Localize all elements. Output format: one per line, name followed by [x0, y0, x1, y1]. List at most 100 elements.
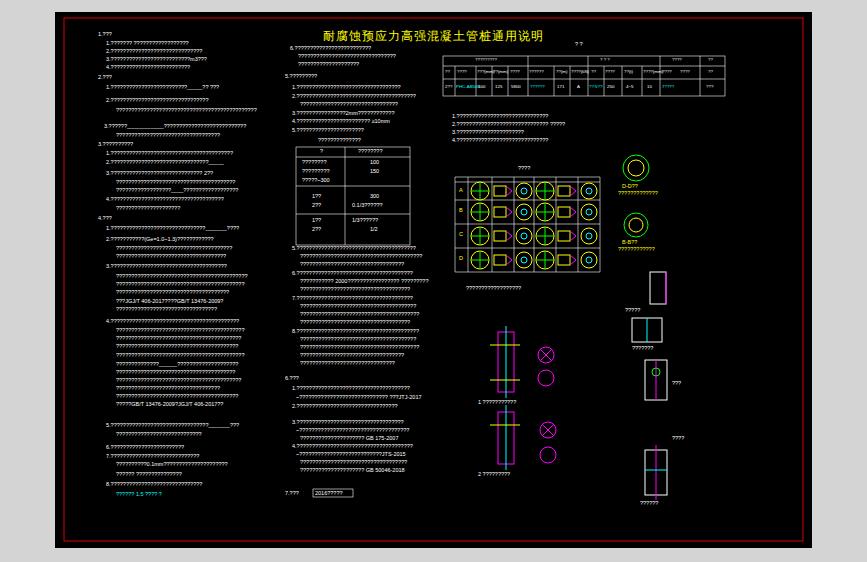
grid-part	[536, 227, 554, 245]
note-text: A	[577, 84, 580, 89]
note-text: 3.??????????	[98, 141, 133, 147]
note-text: ????(mm)	[643, 69, 663, 74]
note-text: ???	[672, 380, 681, 386]
note-text: ??(t)	[624, 69, 633, 74]
grid-part	[586, 233, 592, 239]
grid-part	[558, 231, 570, 241]
note-text: A	[459, 187, 463, 193]
note-text: ???????	[632, 345, 653, 351]
note-text: ?????~300	[302, 177, 330, 183]
grid-part	[516, 183, 532, 199]
note-text: 2??	[312, 202, 321, 208]
note-text: ??????	[530, 84, 545, 89]
joint-details	[490, 272, 667, 500]
note-text: ?	[320, 148, 323, 154]
grid-part	[506, 255, 512, 265]
grid-part	[534, 177, 535, 272]
note-text: ~????????????????????????????? ???JTJ-20…	[296, 394, 422, 400]
note-text: ??????????? 2000????????????????? ??????…	[300, 278, 428, 284]
grid-part	[471, 251, 489, 269]
grid-part	[570, 186, 576, 196]
note-text: 7????	[662, 84, 674, 89]
note-text: ???????????????????????????????	[300, 360, 395, 366]
note-text: 10	[647, 84, 652, 89]
note-text: D-D??	[622, 183, 638, 189]
grid-part	[581, 252, 597, 268]
grid-part	[536, 251, 554, 269]
note-text: ???????????????????????????????????????	[300, 311, 419, 317]
note-text: ????????????????????????????	[116, 431, 202, 437]
grid-part	[586, 209, 592, 215]
note-text: ?????? 1.5 ???? ?	[116, 491, 162, 497]
note-text: ??????????????????????????????????	[300, 261, 404, 267]
note-text: 8.??????????????????????????????????????…	[292, 328, 419, 334]
note-text: 3.??????????????????????	[452, 129, 524, 135]
note-text: ????????	[302, 159, 326, 165]
grid-part	[514, 177, 515, 272]
grid-part	[581, 183, 597, 199]
note-text: D	[459, 255, 463, 261]
note-text: ?????????????????????	[116, 205, 180, 211]
note-text: ?????????????	[618, 190, 658, 196]
note-text: ????????????????????? GB 50046-2018	[300, 467, 405, 473]
grid-part	[558, 207, 570, 217]
grid-part	[468, 177, 469, 272]
note-text: 171	[557, 84, 564, 89]
note-text: ????????????????????????????????????	[116, 253, 226, 259]
grid-part	[581, 228, 597, 244]
note-text: ?????? ???????????????	[116, 471, 182, 477]
note-text: 4.???	[98, 215, 112, 221]
note-text: ????	[680, 69, 690, 74]
grid-part	[455, 224, 600, 225]
note-text: 2.???	[98, 74, 112, 80]
note-text: ? ?	[575, 41, 583, 47]
note-text: 4.??????????????????????????	[106, 64, 190, 70]
note-text: ????	[605, 69, 615, 74]
note-text: 6.??????????????????????????????????????	[292, 270, 413, 276]
note-text: ??????????????????????????????????	[116, 385, 220, 391]
note-text: ????????????????????????????????????????…	[116, 273, 248, 279]
note-text: ???????????????????????????????????????	[116, 369, 235, 375]
note-text: ????????????????????????????????????????…	[116, 377, 241, 383]
note-text: ??????????????????____??????????????????	[116, 187, 238, 193]
sheet-ground	[55, 12, 812, 548]
grid-part	[536, 203, 554, 221]
note-text: 250	[607, 84, 614, 89]
note-text: ????????????????????????????????????????…	[116, 352, 244, 358]
note-text: 4.??????????????????????????????????????	[292, 443, 413, 449]
grid-part	[494, 207, 506, 217]
grid-part	[545, 251, 546, 269]
note-text: 2.??????????????????????????????????????…	[292, 93, 416, 99]
note-text: 2.?????????????????????????????????	[292, 403, 398, 409]
note-text: 0.1/3??????	[352, 202, 383, 208]
note-text: 1.???	[98, 31, 112, 37]
note-text: 500	[478, 84, 485, 89]
note-text: ?????????	[475, 57, 497, 62]
note-text: 4.??????????????????????????????????????…	[106, 318, 239, 324]
note-text: 3.?????????????????????????????? 2??	[106, 170, 213, 176]
grid-part	[455, 177, 600, 178]
grid-part	[581, 204, 597, 220]
note-text: ??:5??	[589, 84, 602, 89]
note-text: 8.??????????????????????????????	[106, 481, 202, 487]
note-text: 5.????????????????????????????????______…	[106, 422, 239, 428]
note-text: ????????????	[618, 246, 655, 252]
note-text: 3.??????____________????????????????????…	[104, 123, 246, 129]
grid-part	[506, 186, 512, 196]
note-text: ~???????????????????????????JTS-2015	[296, 451, 406, 457]
grid-part	[516, 252, 532, 268]
note-text: ????????????????????????????????	[298, 53, 396, 59]
note-text: 1.?????????????????????????_____?? ???	[106, 84, 219, 90]
note-text: 6.???	[285, 375, 299, 381]
grid-part	[556, 177, 557, 272]
note-text: 150	[370, 168, 379, 174]
note-text: ????????????????????????????????????????	[116, 343, 238, 349]
grid-part	[516, 228, 532, 244]
note-text: ??????	[529, 69, 544, 74]
note-text: 125	[495, 84, 502, 89]
note-text: B-B??	[622, 239, 637, 245]
grid-part	[506, 231, 512, 241]
grid-part	[558, 186, 570, 196]
grid-part	[516, 204, 532, 220]
note-text: ??(m)	[556, 69, 567, 74]
